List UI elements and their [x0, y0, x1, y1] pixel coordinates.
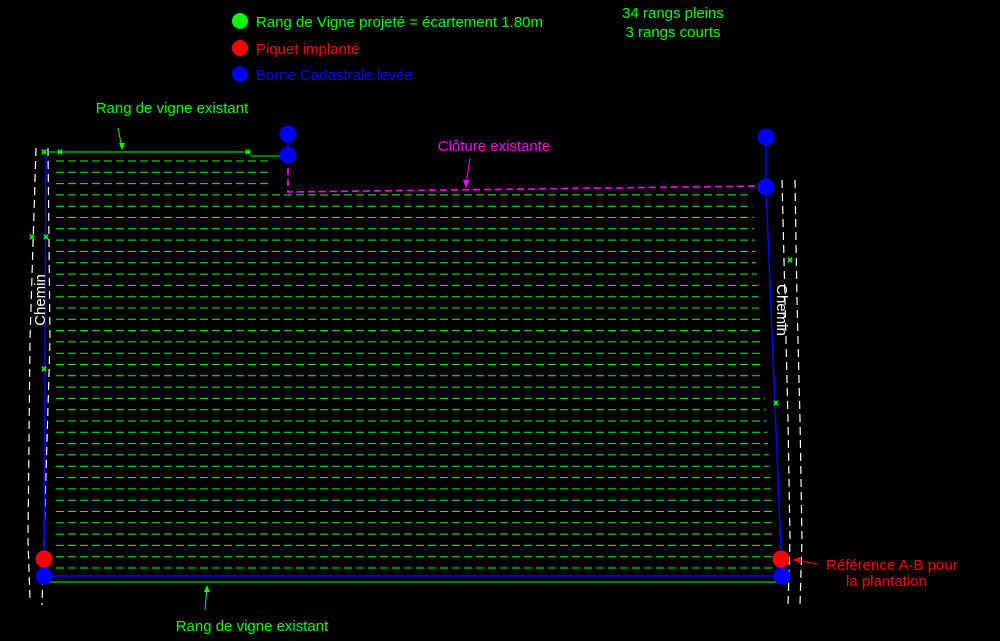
- legend-boundary-dot: [232, 66, 248, 82]
- row-cross-mark: ×: [245, 147, 250, 157]
- fence: [287, 157, 767, 193]
- stake-marker-a: [35, 550, 53, 568]
- fence-line: [287, 157, 767, 193]
- projected-rows: [56, 160, 777, 569]
- legend-vine-row-dot: [232, 13, 248, 29]
- path-right-outer: [794, 179, 803, 606]
- path-right-inner: [781, 179, 791, 606]
- existing-rows: × × × × × × × ×: [29, 147, 793, 583]
- path-left-inner: [41, 147, 51, 606]
- row-cross-mark: ×: [41, 364, 46, 374]
- boundary-left: [43, 154, 47, 577]
- boundary-marker: [279, 146, 297, 164]
- arrow-head: [792, 557, 800, 563]
- stake-marker-b: [772, 550, 790, 568]
- paths: [27, 147, 803, 606]
- boundary-marker: [279, 125, 297, 143]
- reference-label-line2: la plantation: [846, 573, 927, 590]
- legend: Rang de Vigne projeté = écartement 1.80m…: [232, 5, 724, 84]
- row-cross-mark: ×: [57, 147, 62, 157]
- full-rows-count: 34 rangs pleins: [622, 5, 724, 22]
- short-rows-count: 3 rangs courts: [625, 24, 720, 41]
- reference-label-line1: Référence A-B pour: [826, 557, 958, 574]
- markers: [35, 125, 791, 585]
- path-left-outer: [27, 147, 37, 601]
- existing-row-top-label: Rang de vigne existant: [96, 100, 249, 117]
- fence-leader: [465, 157, 471, 185]
- arrow-head: [463, 180, 470, 188]
- path-right-label: Chemin: [773, 284, 790, 336]
- fence-label: Clôture existante: [438, 138, 551, 155]
- row-cross-mark: ×: [787, 255, 792, 265]
- path-left-label: Chemin: [32, 274, 49, 326]
- arrow-head: [119, 143, 125, 150]
- arrow-head: [204, 585, 210, 592]
- boundary-marker: [757, 128, 775, 146]
- existing-row-bottom-label: Rang de vigne existant: [176, 618, 329, 635]
- annotations: Rang de vigne existant Rang de vigne exi…: [32, 100, 958, 635]
- legend-vine-row-label: Rang de Vigne projeté = écartement 1.80m: [256, 14, 543, 31]
- boundary-marker: [757, 178, 775, 196]
- boundary-marker: [35, 567, 53, 585]
- legend-stake-dot: [232, 40, 248, 56]
- row-cross-mark: ×: [773, 398, 778, 408]
- legend-boundary-label: Borne Cadastrale levée: [256, 67, 413, 84]
- boundary-marker: [773, 567, 791, 585]
- row-cross-mark: ×: [41, 147, 46, 157]
- legend-stake-label: Piquet implanté: [256, 41, 359, 58]
- row-cross-mark: ×: [29, 232, 34, 242]
- boundary-right: [765, 186, 783, 577]
- row-cross-mark: ×: [43, 232, 48, 242]
